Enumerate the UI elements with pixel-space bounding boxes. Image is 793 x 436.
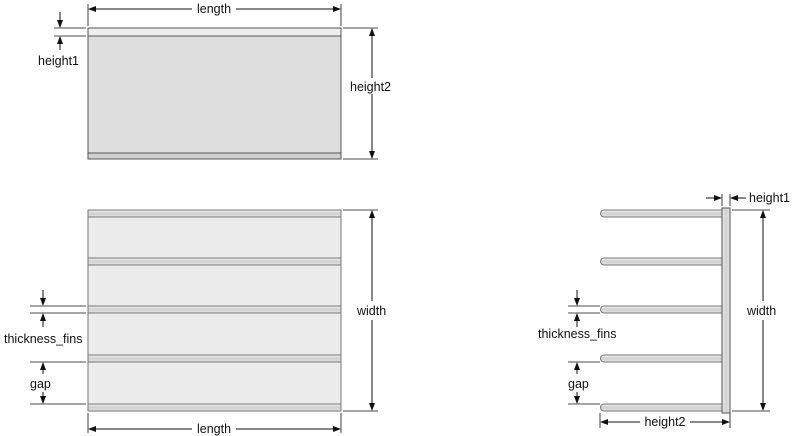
side-view-fins	[600, 209, 723, 412]
top-view-height1-label: height1	[38, 54, 79, 68]
front-view: width thickness_fins gap length	[4, 209, 386, 436]
side-fin	[600, 305, 723, 314]
side-view-plate	[721, 207, 731, 414]
front-view-fins	[87, 209, 342, 412]
front-view-thickness-label: thickness_fins	[4, 332, 83, 346]
top-view-length-label: length	[197, 2, 231, 16]
front-fin	[87, 403, 342, 412]
top-view-plate	[87, 27, 342, 160]
top-view-top-band	[87, 27, 342, 37]
side-fin	[600, 403, 723, 412]
front-fin	[87, 305, 342, 314]
side-view-width-label: width	[746, 304, 776, 318]
side-view: height1 width thickness_fins gap height2	[538, 191, 790, 429]
top-view-bottom-band	[87, 152, 342, 160]
side-view-thickness-label: thickness_fins	[538, 327, 617, 341]
side-fin	[600, 209, 723, 218]
side-fin	[600, 257, 723, 266]
front-view-width-label: width	[356, 304, 386, 318]
front-view-length-label: length	[197, 422, 231, 436]
side-view-gap-label: gap	[568, 377, 589, 391]
top-view: length height1 height2	[38, 2, 395, 160]
side-view-height1-label: height1	[749, 191, 790, 205]
side-view-height2-label: height2	[644, 415, 685, 429]
front-view-gap-label: gap	[30, 377, 51, 391]
side-fin	[600, 354, 723, 363]
front-fin	[87, 209, 342, 218]
front-fin	[87, 354, 342, 363]
front-fin	[87, 257, 342, 266]
top-view-height2-label: height2	[350, 80, 391, 94]
